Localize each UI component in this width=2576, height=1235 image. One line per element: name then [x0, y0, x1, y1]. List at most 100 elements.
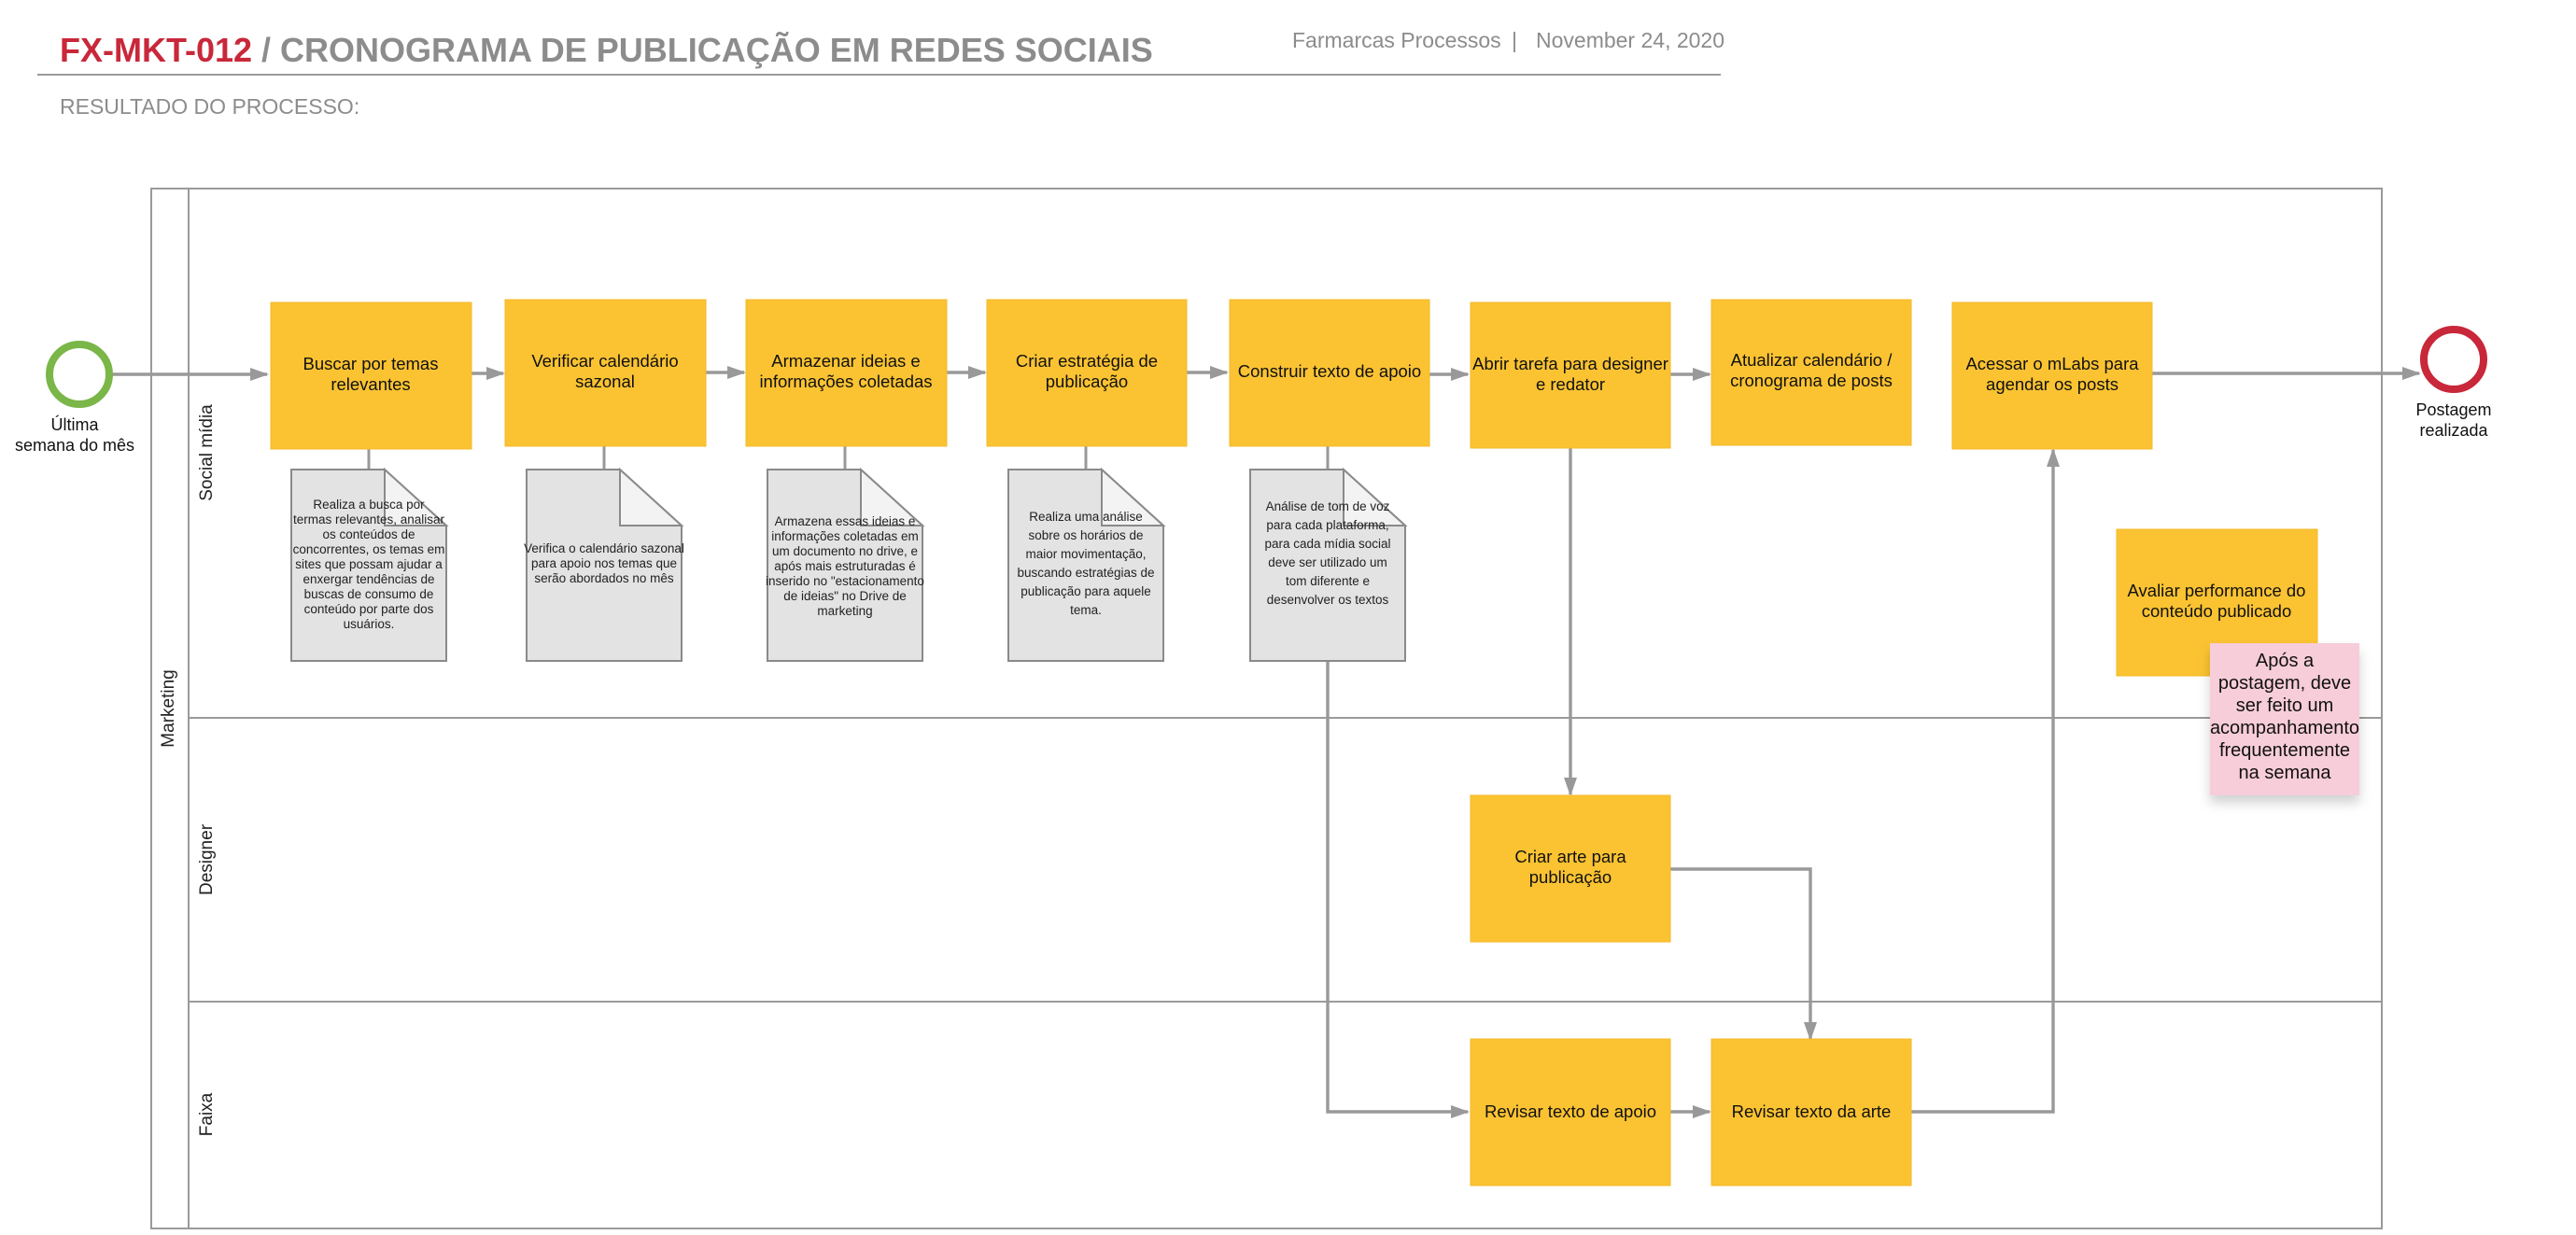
- pool-marketing: Marketing Social mídia Designer Faixa: [150, 188, 2383, 1229]
- task-box[interactable]: [1470, 794, 1671, 943]
- end-event-circle[interactable]: [2420, 326, 2487, 393]
- page-title: FX-MKT-012 / CRONOGRAMA DE PUBLICAÇÃO EM…: [60, 30, 1153, 69]
- document-text-line: inserido no "estacionamento: [766, 574, 924, 588]
- note-text-line: na semana: [2239, 763, 2332, 783]
- task-box[interactable]: [745, 299, 948, 447]
- task-armazenar-ideias[interactable]: Armazenar ideias e informações coletadas: [745, 299, 948, 447]
- flow-texto-to-revisar-texto: [1326, 661, 1470, 1118]
- document-text-line: buscas de consumo de: [304, 587, 434, 601]
- sticky-note[interactable]: Após a postagem, deve ser feito um acomp…: [2210, 643, 2359, 795]
- task-label-line: relevantes: [331, 374, 410, 394]
- document-text-line: tom diferente e: [1286, 574, 1370, 588]
- sticky-note-paper[interactable]: [2210, 643, 2359, 795]
- document-text-line: para cada plataforma,: [1266, 518, 1388, 532]
- company-name: Farmarcas Processos: [1292, 28, 1501, 52]
- document-verificar-calendario[interactable]: Verifica o calendário sazonal para apoio…: [524, 467, 684, 662]
- task-box[interactable]: [1951, 302, 2153, 450]
- note-text-line: postagem, deve: [2218, 673, 2351, 694]
- task-label-line: e redator: [1536, 374, 1605, 394]
- document-fold: [384, 467, 449, 526]
- task-label-line: Buscar por temas: [303, 354, 439, 373]
- document-criar-estrategia[interactable]: Realiza uma análise sobre os horários de…: [1007, 467, 1166, 662]
- document-text-line: um documento no drive, e: [772, 544, 918, 558]
- task-label-line: publicação: [1046, 372, 1128, 391]
- start-event-circle[interactable]: [46, 341, 113, 408]
- task-acessar-mlabs[interactable]: Acessar o mLabs para agendar os posts: [1951, 302, 2153, 450]
- document-fold: [860, 467, 925, 526]
- document-text-line: buscando estratégias de: [1017, 566, 1154, 580]
- task-box[interactable]: [1470, 302, 1671, 449]
- task-label-line: Criar estratégia de: [1016, 351, 1158, 371]
- task-box[interactable]: [1710, 1038, 1912, 1186]
- task-box[interactable]: [270, 302, 472, 450]
- task-label-line: conteúdo publicado: [2142, 601, 2291, 621]
- document-construir-texto[interactable]: Análise de tom de voz para cada platafor…: [1249, 467, 1408, 662]
- document-text-line: sites que possam ajudar a: [295, 557, 443, 571]
- document-text-line: marketing: [817, 604, 872, 618]
- task-box[interactable]: [1710, 299, 1912, 446]
- document-text-line: usuários.: [344, 617, 395, 631]
- document-text-line: tema.: [1070, 603, 1102, 617]
- document-text-line: Realiza a busca por: [313, 498, 425, 512]
- task-revisar-texto-arte[interactable]: Revisar texto da arte: [1710, 1038, 1912, 1186]
- lane-label-designer: Designer: [197, 823, 217, 895]
- document-text-line: para apoio nos temas que: [531, 556, 677, 570]
- end-event[interactable]: Postagem realizada: [2415, 326, 2492, 440]
- task-label-line: Construir texto de apoio: [1238, 361, 1421, 381]
- start-event[interactable]: Última semana do mês: [15, 341, 134, 455]
- document-text-line: desenvolver os textos: [1267, 593, 1389, 607]
- task-criar-estrategia[interactable]: Criar estratégia de publicação: [986, 299, 1188, 447]
- process-result-label: RESULTADO DO PROCESSO:: [60, 94, 359, 119]
- document-text-line: conteúdo por parte dos: [304, 602, 434, 616]
- document-text-line: deve ser utilizado um: [1268, 555, 1387, 569]
- note-text-line: acompanhamento: [2210, 718, 2359, 738]
- lane-label-faixa: Faixa: [197, 1092, 217, 1136]
- task-atualizar-calendario[interactable]: Atualizar calendário / cronograma de pos…: [1710, 299, 1912, 446]
- task-revisar-texto-apoio[interactable]: Revisar texto de apoio: [1470, 1038, 1671, 1186]
- task-buscar-temas[interactable]: Buscar por temas relevantes: [270, 302, 472, 450]
- task-label-line: Verificar calendário: [531, 351, 678, 371]
- end-event-label-line: realizada: [2419, 421, 2488, 440]
- task-label-line: agendar os posts: [1986, 374, 2119, 394]
- document-text-line: termas relevantes, analisar: [293, 512, 445, 526]
- task-box[interactable]: [1229, 299, 1430, 447]
- document-text-line: para cada mídia social: [1264, 537, 1390, 551]
- task-box[interactable]: [504, 299, 707, 447]
- task-box[interactable]: [986, 299, 1188, 447]
- task-label-line: Armazenar ideias e: [771, 351, 920, 371]
- task-construir-texto[interactable]: Construir texto de apoio: [1229, 299, 1430, 447]
- flow-revisar-arte-to-mlabs: [1911, 448, 2060, 1114]
- document-text-line: enxergar tendências de: [303, 572, 434, 586]
- task-criar-arte[interactable]: Criar arte para publicação: [1470, 794, 1671, 943]
- document-text-line: informações coletadas em: [771, 529, 919, 543]
- document-fold: [1343, 467, 1408, 526]
- document-armazenar-ideias[interactable]: Armazena essas ideias e informações cole…: [766, 467, 925, 662]
- task-label-line: Abrir tarefa para designer: [1472, 354, 1668, 373]
- process-title: / CRONOGRAMA DE PUBLICAÇÃO EM REDES SOCI…: [252, 30, 1153, 69]
- sequence-flows: [111, 366, 2421, 1118]
- header-separator: |: [1512, 28, 1517, 52]
- task-label-line: Atualizar calendário /: [1731, 350, 1893, 370]
- document-text-line: Análise de tom de voz: [1266, 499, 1390, 513]
- document-text-line: maior movimentação,: [1025, 547, 1146, 561]
- pool-label: Marketing: [159, 669, 178, 747]
- task-verificar-calendario[interactable]: Verificar calendário sazonal: [504, 299, 707, 447]
- task-label-line: Revisar texto de apoio: [1485, 1102, 1656, 1121]
- note-text-line: Após a: [2256, 651, 2315, 671]
- start-event-label-line: Última: [50, 414, 99, 434]
- task-label-line: cronograma de posts: [1730, 371, 1893, 390]
- task-box[interactable]: [1470, 1038, 1671, 1186]
- start-event-label-line: semana do mês: [15, 436, 134, 455]
- document-text-line: após mais estruturadas é: [774, 559, 916, 573]
- task-label-line: sazonal: [575, 372, 635, 391]
- document-text-line: concorrentes, os temas em: [293, 542, 445, 556]
- document-text-line: Realiza uma análise: [1029, 510, 1143, 524]
- document-text-line: Verifica o calendário sazonal: [524, 541, 684, 555]
- document-text-line: sobre os horários de: [1028, 528, 1143, 542]
- task-abrir-tarefa[interactable]: Abrir tarefa para designer e redator: [1470, 302, 1671, 449]
- process-code: FX-MKT-012: [60, 31, 252, 69]
- task-label-line: Acessar o mLabs para: [1965, 354, 2139, 373]
- document-text-line: publicação para aquele: [1021, 584, 1151, 598]
- header-date: November 24, 2020: [1536, 28, 1724, 52]
- document-buscar-temas[interactable]: Realiza a busca por termas relevantes, a…: [290, 467, 449, 662]
